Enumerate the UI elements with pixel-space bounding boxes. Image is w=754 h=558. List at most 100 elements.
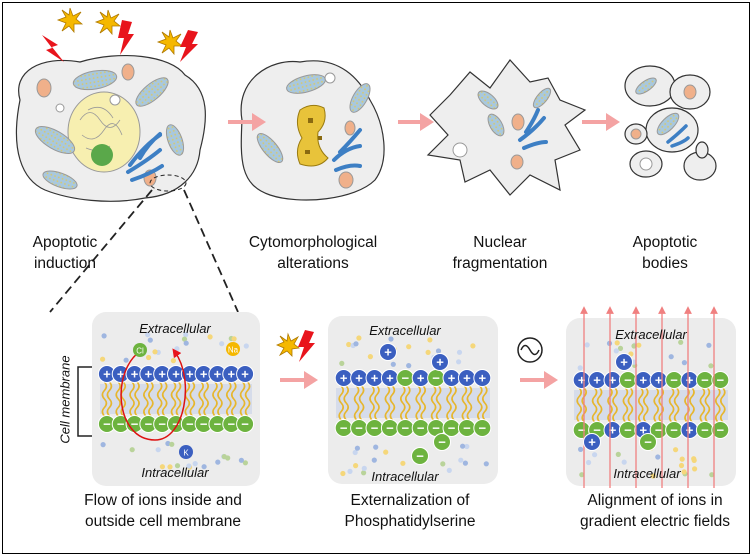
membrane-charge-bead: −: [236, 415, 255, 433]
svg-text:−: −: [701, 373, 709, 388]
ion-dot: [678, 339, 684, 345]
lipid-tail: [638, 387, 644, 423]
membrane-charge-bead: +: [649, 371, 668, 389]
svg-text:+: +: [686, 373, 694, 388]
ion-dot: [708, 363, 714, 369]
ion-dot: [406, 363, 412, 369]
free-charge-bead: +: [379, 343, 397, 361]
svg-text:−: −: [340, 421, 348, 436]
ion-dot: [167, 464, 173, 470]
panel3-intracellular-label: Intracellular: [613, 466, 681, 481]
ion-dot: [361, 470, 367, 476]
lipid-tail: [596, 387, 603, 423]
free-charge-bead: −: [639, 433, 657, 451]
ion-dot: [207, 334, 213, 340]
ion-dot: [100, 356, 106, 362]
ion-dot: [100, 442, 106, 448]
svg-text:+: +: [578, 373, 586, 388]
lipid-tail: [120, 381, 127, 417]
svg-text:−: −: [355, 421, 363, 436]
membrane-charge-bead: +: [208, 365, 227, 383]
stage-arrow: [520, 371, 558, 389]
panel2-extracellular-label: Extracellular: [369, 323, 441, 338]
membrane-charge-bead: +: [167, 365, 185, 383]
svg-text:−: −: [624, 423, 632, 438]
svg-text:+: +: [340, 371, 348, 386]
svg-text:+: +: [158, 367, 166, 382]
membrane-charge-bead: +: [380, 369, 399, 387]
membrane-charge-bead: −: [350, 419, 369, 437]
lipid-tail: [189, 381, 196, 417]
membrane-bracket: [77, 366, 92, 437]
membrane-charge-bead: −: [618, 421, 637, 439]
ion-dot: [123, 357, 129, 363]
svg-text:+: +: [371, 371, 379, 386]
ion-dot: [706, 342, 712, 348]
ion-dot: [174, 346, 180, 352]
ion-dot: [238, 457, 244, 463]
ion-dot: [146, 354, 152, 361]
lipid-tail: [198, 381, 204, 417]
ion-dot: [353, 341, 359, 347]
lipid-tail: [482, 385, 488, 421]
lipid-tail: [435, 385, 442, 421]
ion-dot: [129, 447, 135, 453]
ion-label: Na: [226, 342, 240, 356]
stage-label-line: bodies: [642, 255, 688, 272]
induction-stimulus-icons: [42, 7, 198, 62]
svg-text:−: −: [593, 423, 601, 438]
lightning-bolt-icon: [298, 330, 315, 362]
panel2-intracellular-label: Intracellular: [371, 469, 439, 484]
ion-dot: [440, 461, 446, 467]
membrane-charge-bead: −: [665, 421, 684, 439]
lipid-tail: [627, 387, 634, 423]
ion-dot: [460, 443, 466, 449]
lipid-tail: [115, 381, 122, 417]
svg-text:+: +: [241, 367, 249, 382]
svg-text:+: +: [640, 423, 648, 438]
lipid-tail: [143, 381, 149, 417]
ion-dot: [371, 457, 377, 463]
membrane-charge-bead: −: [396, 369, 415, 387]
stage-arrow: [280, 371, 318, 389]
svg-text:+: +: [463, 371, 471, 386]
lipid-tail: [343, 385, 349, 421]
lipid-tail: [358, 385, 365, 421]
panel3-extracellular-label: Extracellular: [615, 327, 687, 342]
apoptotic-bodies: [624, 65, 717, 181]
caption-line: Flow of ions inside and: [84, 492, 242, 509]
lipid-tail: [212, 381, 218, 417]
stage-label-line: fragmentation: [452, 255, 548, 272]
lipid-tail: [420, 385, 426, 421]
ion-dot: [147, 337, 153, 343]
svg-text:−: −: [131, 417, 139, 432]
lipid-tail: [446, 385, 452, 421]
lipid-tail: [591, 387, 598, 423]
lipid-tail: [658, 387, 664, 423]
ion-dot: [225, 455, 231, 461]
svg-text:−: −: [670, 373, 678, 388]
lipid-tail: [170, 381, 177, 417]
membrane-charge-bead: +: [411, 369, 430, 387]
ion-dot: [435, 348, 442, 354]
membrane-charge-bead: −: [618, 371, 637, 389]
ion-dot: [346, 341, 352, 348]
ion-dot: [215, 459, 221, 465]
ion-dot: [614, 340, 620, 346]
ion-dot: [152, 349, 158, 355]
lipid-tail: [668, 387, 675, 423]
ion-dot: [458, 457, 464, 463]
ion-dot: [691, 457, 697, 463]
lipid-tail: [715, 387, 721, 423]
ion-dot: [352, 449, 358, 456]
lipid-tail: [400, 385, 406, 421]
stage-label-line: Cytomorphological: [248, 234, 378, 251]
svg-text:−: −: [417, 421, 425, 436]
lipid-tail: [239, 381, 246, 417]
membrane-band: [336, 388, 490, 418]
svg-text:+: +: [384, 345, 392, 360]
